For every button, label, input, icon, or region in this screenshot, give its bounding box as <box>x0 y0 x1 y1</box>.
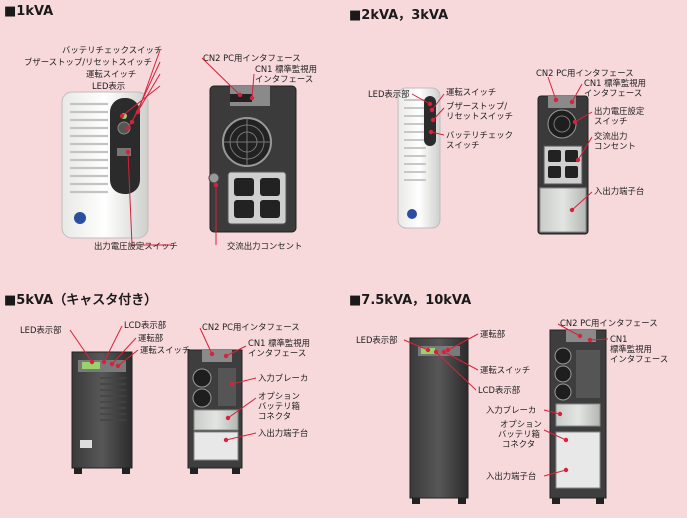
label-connector: コネクタ <box>502 439 536 449</box>
label-cn1-interface: インタフェース <box>610 354 669 364</box>
label-led-display-part: LED表示部 <box>356 335 398 345</box>
label-run-switch: 運転スイッチ <box>86 69 137 79</box>
ups-7-10kva-rear-photo <box>549 329 607 504</box>
label-operation-part: 運転部 <box>138 333 164 343</box>
label-output-voltage: 出力電圧設定 <box>594 106 645 116</box>
section-title-2-3kva: ■2kVA，3kVA <box>349 8 449 23</box>
label-input-breaker: 入力ブレーカ <box>486 405 537 415</box>
label-run-switch: 運転スイッチ <box>446 87 497 97</box>
label-io-terminal: 入出力端子台 <box>258 428 309 438</box>
label-lcd-display-part: LCD表示部 <box>124 320 167 330</box>
label-output-voltage-switch: スイッチ <box>594 116 628 126</box>
label-cn1-interface: インタフェース <box>584 88 643 98</box>
ups-2-3kva-front-photo <box>397 87 441 229</box>
label-buzzer-stop-reset-switch: ブザーストップ/リセットスイッチ <box>24 57 153 67</box>
label-battery-check-switch: スイッチ <box>446 140 480 150</box>
label-cn1-interface: インタフェース <box>248 348 307 358</box>
ups-5kva-rear-photo <box>187 349 243 474</box>
label-battery-box: バッテリ箱 <box>498 429 540 439</box>
label-output-voltage-switch: 出力電圧設定スイッチ <box>94 241 178 251</box>
label-ac-output: 交流出力 <box>594 131 628 141</box>
section-title-5kva: ■5kVA（キャスタ付き） <box>4 293 158 308</box>
label-connector: コネクタ <box>258 411 292 421</box>
label-cn1-monitoring: CN1 標準監視用 <box>584 78 646 88</box>
ups-2-3kva-rear-photo <box>537 95 589 235</box>
label-cn2-pc-interface: CN2 PC用インタフェース <box>536 68 634 78</box>
label-buzzer-stop: ブザーストップ/ <box>446 101 508 111</box>
label-cn1-monitoring: 標準監視用 <box>610 344 652 354</box>
ups-5kva-front-photo <box>71 351 133 474</box>
label-io-terminal: 入出力端子台 <box>486 471 537 481</box>
ups-1kva-rear-photo <box>208 85 297 233</box>
label-option: オプション <box>500 419 542 429</box>
label-battery-check: バッテリチェック <box>446 130 513 140</box>
label-reset-switch: リセットスイッチ <box>446 111 513 121</box>
label-ac-outlet: コンセント <box>594 141 636 151</box>
label-cn2-pc-interface: CN2 PC用インタフェース <box>560 318 658 328</box>
label-cn2-pc-interface: CN2 PC用インタフェース <box>203 53 301 63</box>
label-option: オプション <box>258 391 300 401</box>
label-run-switch: 運転スイッチ <box>480 365 531 375</box>
label-ac-output-outlet: 交流出力コンセント <box>227 241 303 251</box>
label-battery-box: バッテリ箱 <box>258 401 300 411</box>
label-cn1-interface: インタフェース <box>255 74 314 84</box>
ups-1kva-front-photo <box>61 91 149 239</box>
label-io-terminal: 入出力端子台 <box>594 186 645 196</box>
label-lcd-display-part: LCD表示部 <box>478 385 521 395</box>
label-cn1-monitoring: CN1 標準監視用 <box>248 338 310 348</box>
label-cn1-monitoring: CN1 標準監視用 <box>255 64 317 74</box>
label-input-breaker: 入力ブレーカ <box>258 373 309 383</box>
label-run-switch: 運転スイッチ <box>140 345 191 355</box>
label-led-display-part: LED表示部 <box>368 89 410 99</box>
label-operation-part: 運転部 <box>480 329 506 339</box>
label-battery-check-switch: バッテリチェックスイッチ <box>62 45 163 55</box>
label-cn1: CN1 <box>610 334 628 344</box>
label-led-display-part: LED表示部 <box>20 325 62 335</box>
label-led-display: LED表示 <box>92 81 126 91</box>
section-title-7-10kva: ■7.5kVA，10kVA <box>349 293 472 308</box>
section-title-1kva: ■1kVA <box>4 4 54 19</box>
ups-7-10kva-front-photo <box>409 337 469 504</box>
label-cn2-pc-interface: CN2 PC用インタフェース <box>202 322 300 332</box>
